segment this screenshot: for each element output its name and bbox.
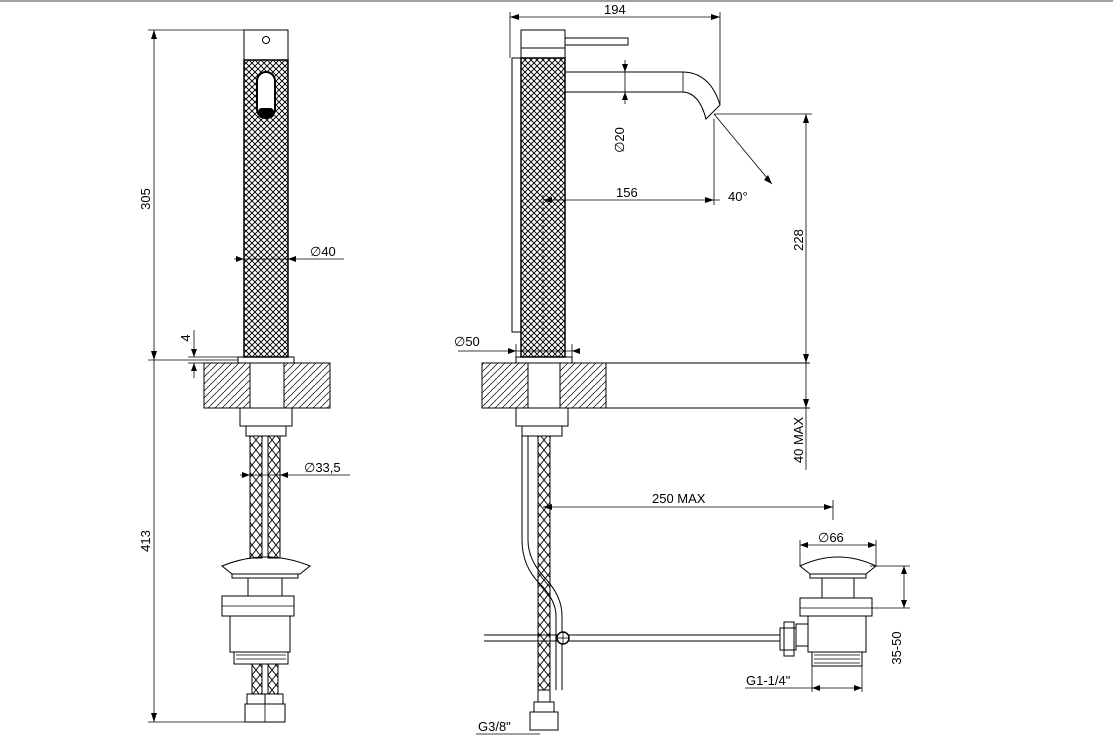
waste-body bbox=[807, 615, 867, 653]
front-waste-cap-base bbox=[231, 573, 299, 579]
dim-side-counter-max: 40 MAX bbox=[791, 417, 806, 464]
dim-side-spout-angle: 40° bbox=[728, 189, 748, 204]
waste-thread bbox=[811, 651, 863, 667]
front-dimensions: 305 413 4 ∅40 ∅33,5 bbox=[138, 29, 350, 723]
waste-cap-base bbox=[809, 573, 867, 579]
dim-waste-diameter: ∅66 bbox=[818, 530, 844, 545]
front-waste-thread-lines bbox=[236, 654, 286, 660]
side-dimensions: 194 ∅20 156 40° 228 40 MAX ∅50 250 MA bbox=[454, 2, 910, 735]
dim-front-hose-diameter: ∅33,5 bbox=[304, 460, 341, 475]
front-handle-cap bbox=[243, 29, 289, 61]
dim-waste-thread: G1-1/4" bbox=[746, 673, 791, 688]
side-rear-rod bbox=[511, 57, 522, 333]
side-lever bbox=[564, 37, 629, 46]
dim-side-spout-diameter: ∅20 bbox=[612, 127, 627, 153]
side-counter-right bbox=[559, 362, 607, 409]
dim-front-flange-thickness: 4 bbox=[178, 334, 193, 341]
front-hose-right bbox=[267, 435, 281, 559]
dim-side-spout-height: 228 bbox=[791, 229, 806, 251]
side-view bbox=[481, 29, 810, 731]
dim-side-hose-max: 250 MAX bbox=[652, 491, 706, 506]
front-fitting-left bbox=[246, 693, 266, 705]
front-fitting-right bbox=[264, 693, 284, 705]
front-hose-left-lower bbox=[251, 663, 263, 695]
front-aerator bbox=[258, 108, 274, 118]
waste-flange bbox=[799, 597, 873, 617]
side-fitting bbox=[533, 701, 555, 713]
front-nut-base bbox=[245, 425, 287, 437]
front-fixing-nut bbox=[239, 407, 293, 427]
front-hose-left bbox=[249, 435, 263, 559]
side-fixing-nut bbox=[515, 407, 569, 427]
front-base-flange bbox=[237, 356, 295, 364]
waste-cap bbox=[799, 556, 877, 575]
side-handle-cap bbox=[520, 29, 566, 59]
dim-hose-thread: G3/8" bbox=[478, 719, 511, 734]
front-waste-cap bbox=[221, 556, 311, 575]
dim-side-base-diameter: ∅50 bbox=[454, 334, 480, 349]
waste-rod-nut bbox=[779, 627, 797, 651]
side-nut-base bbox=[521, 425, 563, 437]
side-fitting-neck bbox=[537, 689, 551, 703]
dim-front-height-under: 413 bbox=[138, 530, 153, 552]
waste-rod-nut-hex bbox=[783, 621, 795, 657]
front-waste-stem bbox=[247, 577, 283, 597]
front-handle-indicator-icon bbox=[262, 36, 270, 44]
waste-assembly bbox=[779, 556, 877, 667]
side-hose bbox=[537, 435, 551, 691]
front-view bbox=[203, 29, 331, 723]
dim-waste-height-range: 35-50 bbox=[889, 631, 904, 664]
dim-side-projection: 194 bbox=[604, 2, 626, 17]
front-counter-right bbox=[283, 362, 331, 409]
front-waste-body bbox=[229, 615, 291, 653]
front-counter-left bbox=[203, 362, 251, 409]
side-base-flange bbox=[515, 356, 573, 364]
side-shank bbox=[527, 362, 561, 409]
side-pop-up-rod bbox=[527, 436, 563, 690]
dim-front-body-diameter: ∅40 bbox=[310, 244, 336, 259]
waste-stem bbox=[821, 577, 855, 599]
side-spout bbox=[565, 71, 721, 120]
front-waste-thread bbox=[233, 651, 289, 665]
front-hose-right-lower bbox=[267, 663, 279, 695]
dim-side-reach: 156 bbox=[616, 185, 638, 200]
waste-side-boss bbox=[795, 623, 809, 647]
front-shank bbox=[249, 362, 285, 409]
dim-front-height-body: 305 bbox=[138, 188, 153, 210]
side-fitting-nut bbox=[529, 711, 559, 731]
side-pop-up-rod-inner bbox=[521, 436, 557, 690]
side-counter-left bbox=[481, 362, 529, 409]
